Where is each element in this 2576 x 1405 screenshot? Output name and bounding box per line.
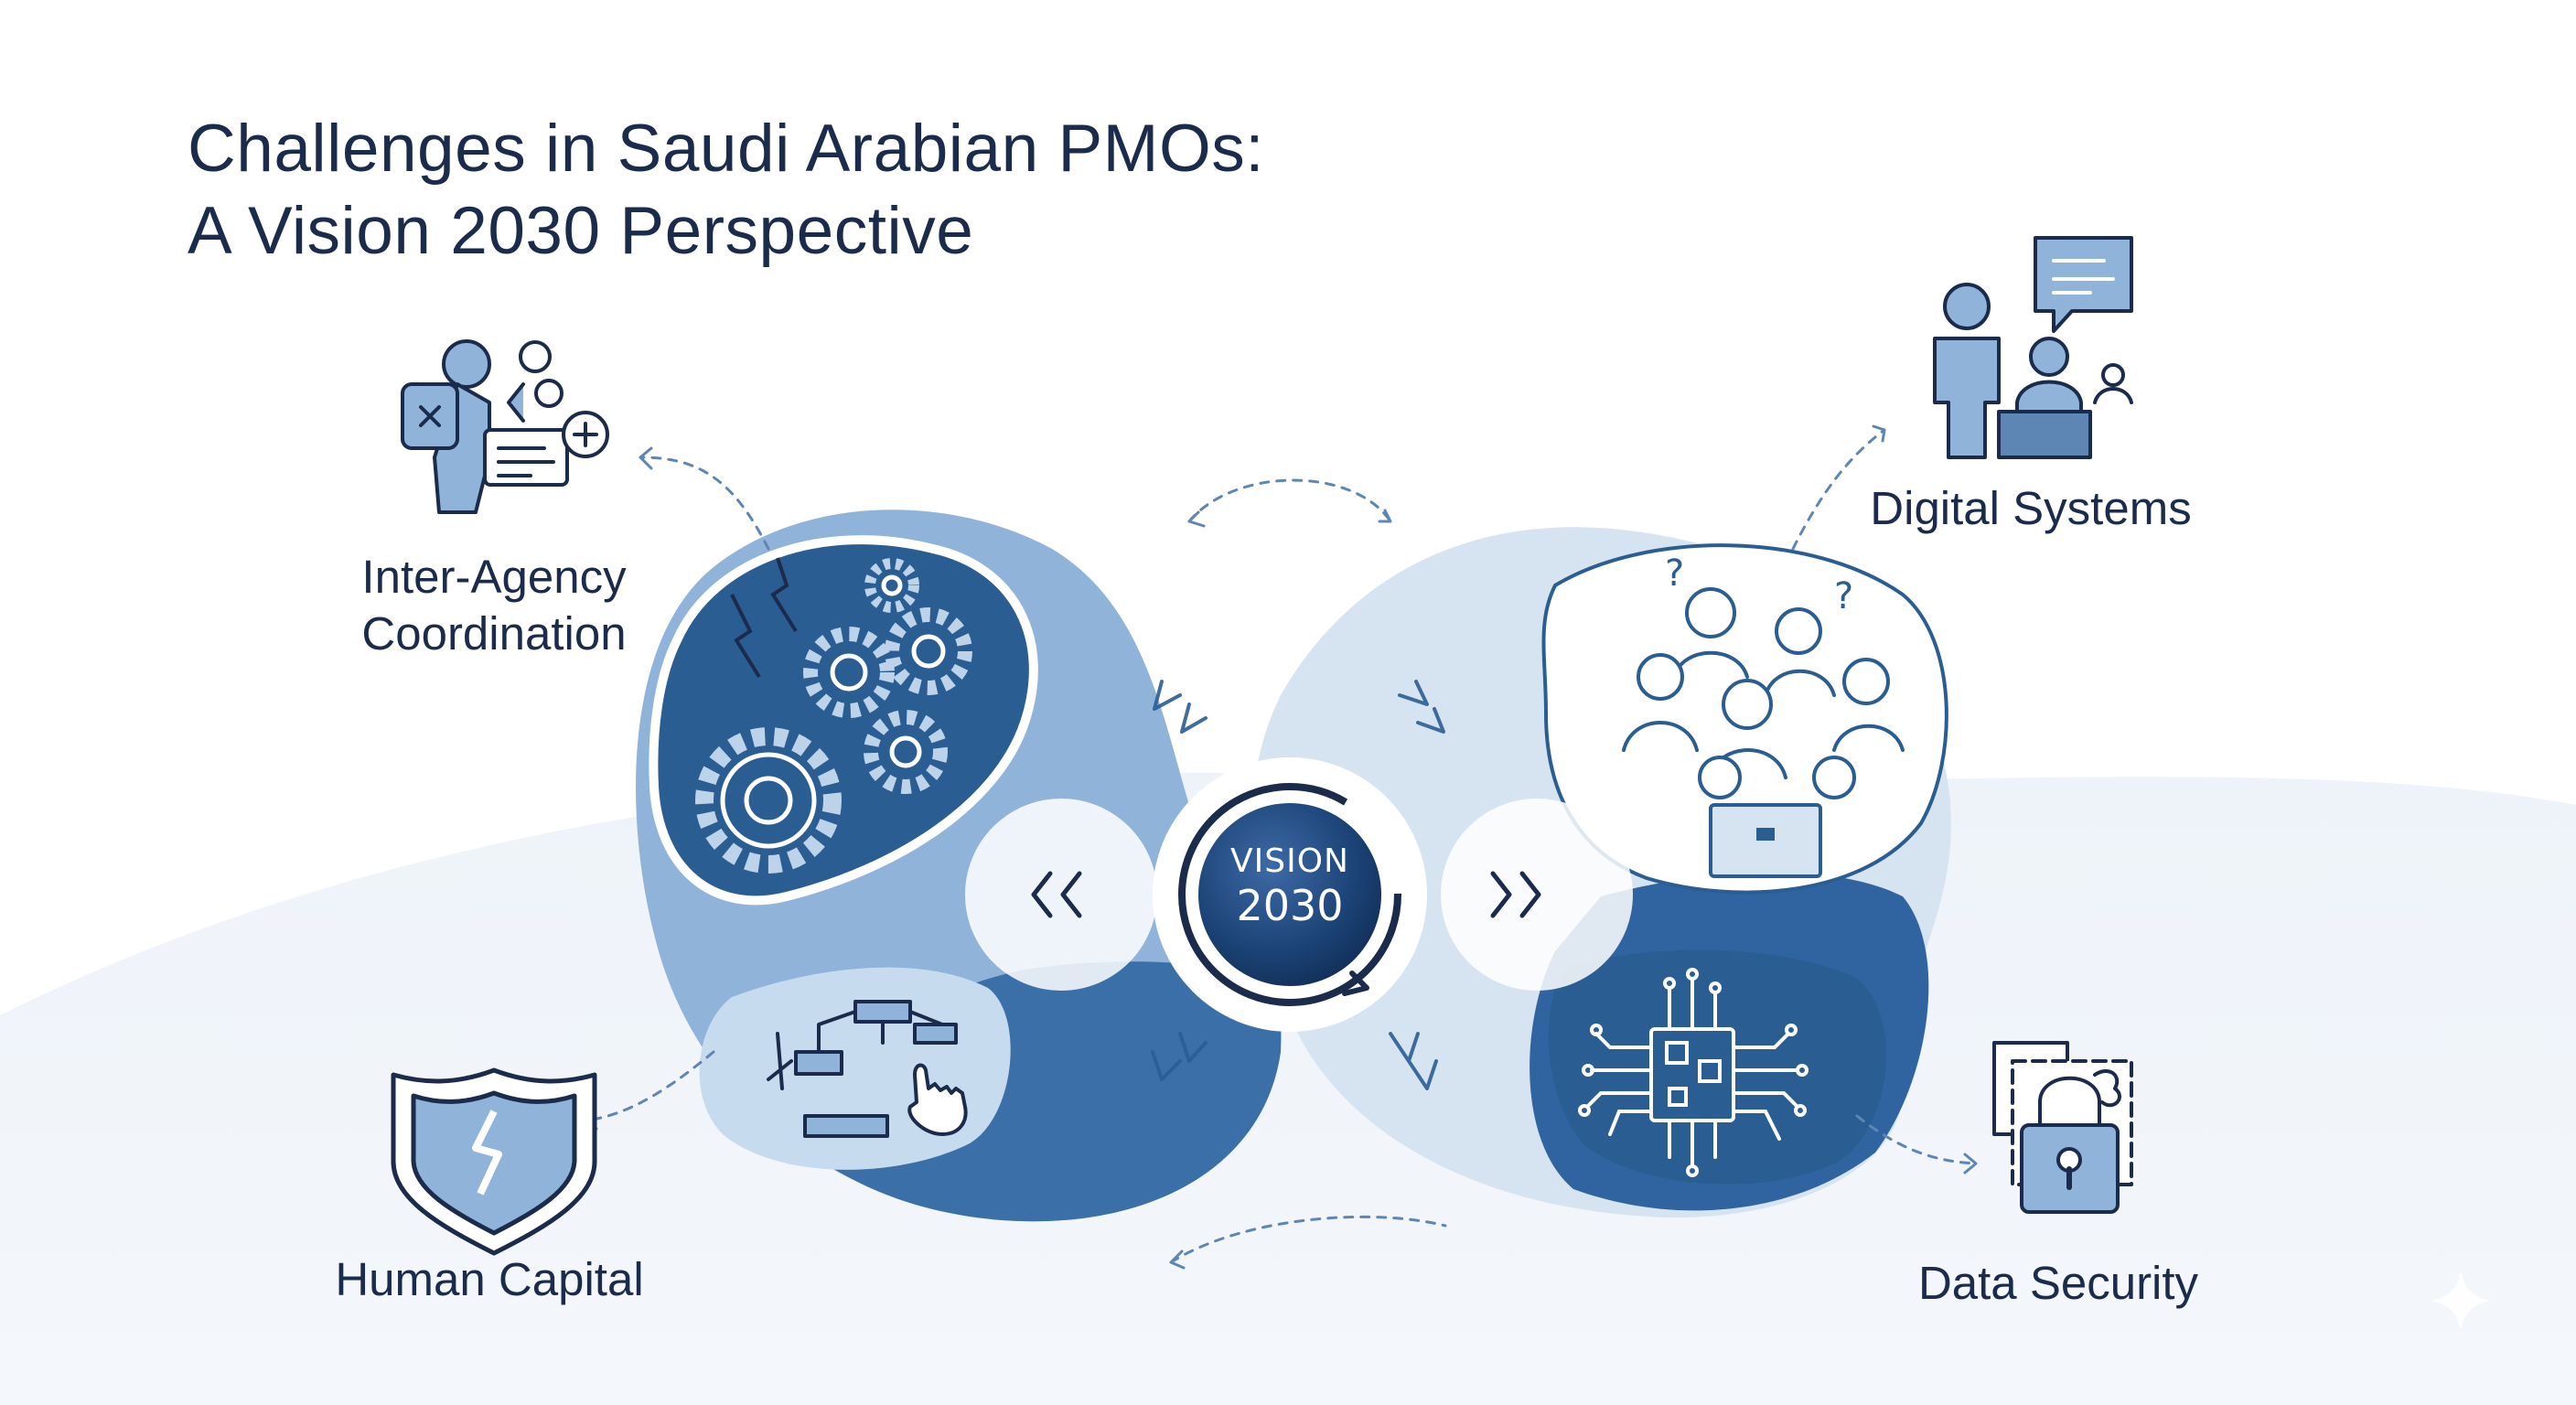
- page-title-line2: A Vision 2030 Perspective: [188, 194, 974, 268]
- chip-circuit-icon: [1578, 968, 1809, 1177]
- caption-line1: Inter-Agency: [361, 551, 627, 603]
- team-coordination-icon: [401, 339, 609, 514]
- broken-shield-icon: [391, 1067, 597, 1256]
- page-title: Challenges in Saudi Arabian PMOs: A Visi…: [188, 108, 1264, 273]
- svg-text:?: ?: [1665, 552, 1684, 595]
- vision-2030-hub: [1153, 757, 1427, 1032]
- dashed-arrow-top: [1187, 478, 1392, 523]
- hub-line1: VISION: [1230, 842, 1349, 880]
- dashed-arrow-human: [584, 1050, 715, 1122]
- page-title-line1: Challenges in Saudi Arabian PMOs:: [188, 112, 1265, 186]
- hub-line2: 2030: [1236, 881, 1344, 930]
- caption-label: Data Security: [1917, 1257, 2199, 1309]
- chevron-right-icon: [1490, 871, 1541, 918]
- workflow-hand-icon: [767, 1000, 968, 1138]
- svg-text:?: ?: [1834, 575, 1853, 617]
- chevron-left-icon: [1031, 871, 1082, 918]
- dashed-arrow-security: [1855, 1114, 1978, 1165]
- dashed-arrow-inter-agency: [639, 456, 770, 551]
- meeting-chat-icon: [1933, 236, 2133, 459]
- vision-2030-label: VISION 2030: [1180, 842, 1400, 929]
- chip-panel: [1548, 949, 1887, 1185]
- people-group-icon: ? ?: [1622, 552, 1905, 878]
- flow-chevron-icon: [1151, 1032, 1208, 1081]
- flow-chevron-icon: [1153, 680, 1208, 734]
- caption-digital-systems: Digital Systems: [1848, 480, 2214, 537]
- flow-chevron-icon: [1389, 1032, 1438, 1090]
- caption-label: Human Capital: [335, 1253, 644, 1305]
- flow-chevron-icon: [1398, 680, 1445, 734]
- caption-line2: Coordination: [361, 607, 627, 660]
- workflow-panel: [699, 967, 1011, 1170]
- dashed-arrow-digital: [1791, 428, 1886, 551]
- gears-icon: [695, 557, 972, 874]
- dashed-arrow-bottom: [1169, 1215, 1447, 1264]
- caption-label: Digital Systems: [1870, 482, 2192, 534]
- caption-data-security: Data Security: [1875, 1255, 2241, 1312]
- caption-inter-agency-coordination: Inter-Agency Coordination: [329, 549, 659, 662]
- caption-human-capital: Human Capital: [297, 1251, 682, 1308]
- sparkle-icon: [2431, 1271, 2490, 1330]
- padlock-documents-icon: [1992, 1041, 2133, 1214]
